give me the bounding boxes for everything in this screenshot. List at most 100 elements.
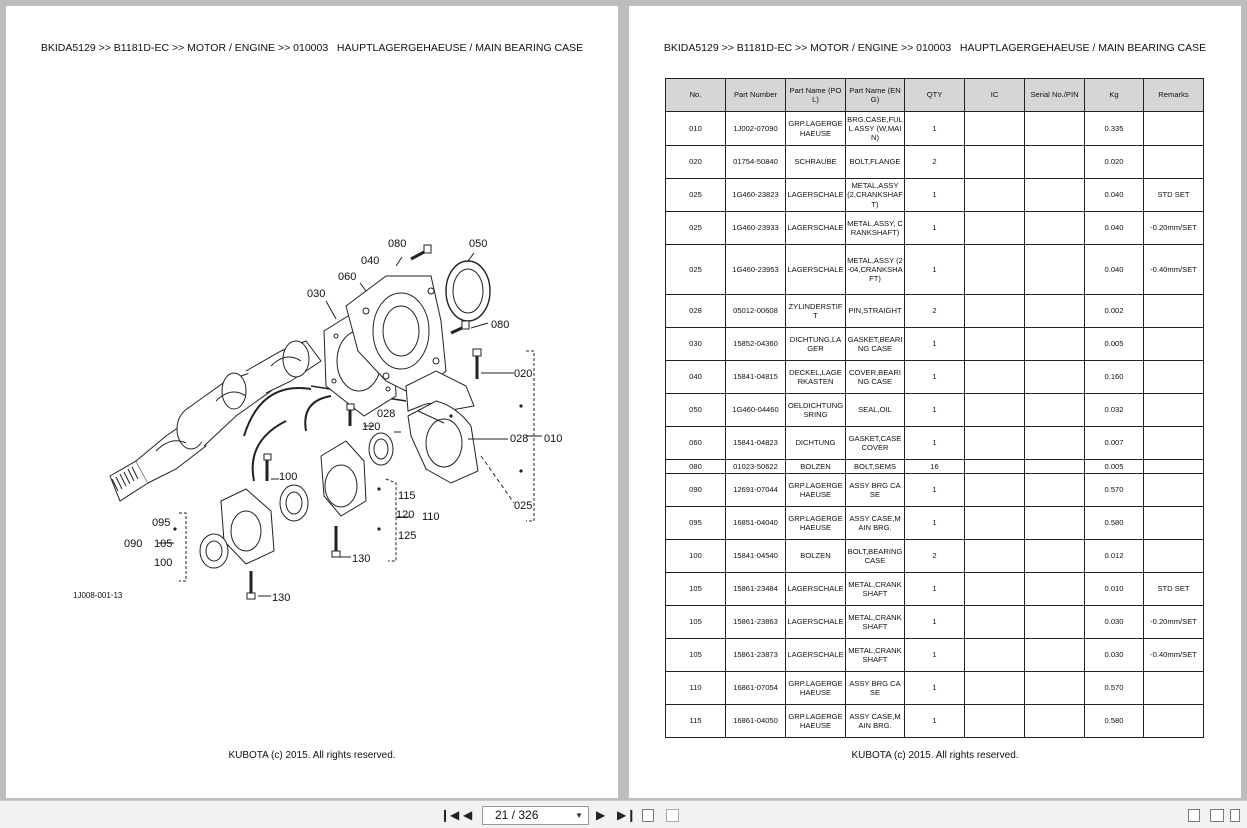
oil-seal-050-drawing [445, 260, 491, 322]
cell-qty: 1 [904, 426, 965, 460]
cell-qty: 2 [904, 294, 965, 328]
cell-remarks [1143, 393, 1204, 427]
cell-no: 030 [665, 327, 726, 361]
cell-part-number: 1G460-23933 [725, 211, 786, 245]
column-header: IC [964, 78, 1025, 112]
cell-qty: 1 [904, 178, 965, 212]
cell-ic [964, 605, 1025, 639]
column-header: Remarks [1143, 78, 1204, 112]
callout-020: 020 [514, 368, 532, 380]
cell-qty: 1 [904, 327, 965, 361]
cell-name-eng: ASSY BRG CASE [845, 671, 905, 705]
copyright-footer: KUBOTA (c) 2015. All rights reserved. [228, 750, 396, 761]
two-page-icon[interactable] [1210, 809, 1224, 822]
next-page-icon[interactable]: ▶ [596, 808, 606, 822]
cell-serial [1024, 360, 1085, 394]
cell-qty: 1 [904, 393, 965, 427]
cell-part-number: 1G460-23823 [725, 178, 786, 212]
thumbnail-icon[interactable] [1230, 809, 1240, 822]
cell-part-number: 01023-50622 [725, 459, 786, 474]
bearing-case-090-drawing [220, 488, 275, 565]
page-number-select[interactable]: 21 / 326 ▼ [482, 806, 589, 825]
last-page-icon[interactable]: ▶❙ [617, 808, 637, 822]
cell-no: 028 [665, 294, 726, 328]
cell-ic [964, 244, 1025, 295]
crankshaft-drawing [109, 340, 322, 502]
cell-part-number: 15861-23484 [725, 572, 786, 606]
cell-name-eng: METAL,CRANKSHAFT [845, 605, 905, 639]
cell-part-number: 15841-04540 [725, 539, 786, 573]
prev-page-icon[interactable]: ◀ [463, 808, 473, 822]
cell-kg: 0.040 [1084, 244, 1144, 295]
parts-table: No. Part Number Part Name (POL) Part Nam… [665, 78, 1204, 738]
cell-no: 095 [665, 506, 726, 540]
callout-028b: 028 [510, 433, 528, 445]
cell-remarks [1143, 459, 1204, 474]
cell-kg: 0.030 [1084, 605, 1144, 639]
cell-remarks [1143, 704, 1204, 738]
column-header: Part Name (ENG) [845, 78, 905, 112]
cell-name-pol: GRP.LAGERGEHAEUSE [785, 111, 846, 146]
cell-kg: 0.160 [1084, 360, 1144, 394]
cell-part-number: 15861-23863 [725, 605, 786, 639]
single-page-icon[interactable] [1188, 809, 1200, 822]
first-page-icon[interactable]: ❙◀ [440, 808, 460, 822]
cell-ic [964, 704, 1025, 738]
cell-ic [964, 671, 1025, 705]
cell-name-eng: METAL,CRANKSHAFT [845, 638, 905, 672]
cell-qty: 2 [904, 539, 965, 573]
cell-kg: 0.032 [1084, 393, 1144, 427]
cell-qty: 16 [904, 459, 965, 474]
cell-no: 060 [665, 426, 726, 460]
document-page-right: BKIDA5129 >> B1181D-EC >> MOTOR / ENGINE… [629, 6, 1241, 798]
cell-ic [964, 638, 1025, 672]
cell-name-eng: BRG.CASE,FULL ASSY (W,MAIN) [845, 111, 905, 146]
cell-qty: 1 [904, 244, 965, 295]
cell-name-eng: METAL,ASSY (2,CRANKSHAFT) [845, 178, 905, 212]
cell-kg: 0.007 [1084, 426, 1144, 460]
cell-no: 025 [665, 211, 726, 245]
cell-kg: 0.580 [1084, 704, 1144, 738]
continuous-view-icon[interactable] [642, 809, 654, 822]
cell-serial [1024, 111, 1085, 146]
figure-id: 1J008-001-13 [73, 591, 123, 600]
callout-130: 130 [352, 553, 370, 565]
cell-name-eng: METAL,ASSY, CRANKSHAFT) [845, 211, 905, 245]
callout-030: 030 [307, 288, 325, 300]
breadcrumb: BKIDA5129 >> B1181D-EC >> MOTOR / ENGINE… [40, 42, 584, 54]
cell-serial [1024, 244, 1085, 295]
callout-090: 090 [124, 538, 142, 550]
table-header-row: No. Part Number Part Name (POL) Part Nam… [665, 78, 1204, 112]
callout-080b: 080 [491, 319, 509, 331]
cell-name-pol: BOLZEN [785, 539, 846, 573]
cell-remarks [1143, 506, 1204, 540]
cell-no: 040 [665, 360, 726, 394]
callout-010: 010 [544, 433, 562, 445]
cell-kg: 0.030 [1084, 638, 1144, 672]
cell-ic [964, 539, 1025, 573]
breadcrumb: BKIDA5129 >> B1181D-EC >> MOTOR / ENGINE… [663, 42, 1207, 54]
cell-part-number: 1G460-04460 [725, 393, 786, 427]
cell-remarks [1143, 671, 1204, 705]
column-header: Serial No./PIN [1024, 78, 1085, 112]
cell-ic [964, 111, 1025, 146]
facing-view-icon[interactable] [666, 809, 679, 822]
cell-name-eng: ASSY CASE,MAIN BRG. [845, 506, 905, 540]
cell-name-pol: BOLZEN [785, 459, 846, 474]
cover-040-drawing [345, 275, 447, 397]
cell-remarks: -0.40mm/SET [1143, 244, 1204, 295]
cell-serial [1024, 539, 1085, 573]
cell-part-number: 16861-07054 [725, 671, 786, 705]
cell-serial [1024, 145, 1085, 179]
cell-no: 050 [665, 393, 726, 427]
cell-remarks: STD SET [1143, 572, 1204, 606]
callout-130b: 130 [272, 592, 290, 604]
cell-ic [964, 178, 1025, 212]
cell-name-pol: LAGERSCHALE [785, 638, 846, 672]
